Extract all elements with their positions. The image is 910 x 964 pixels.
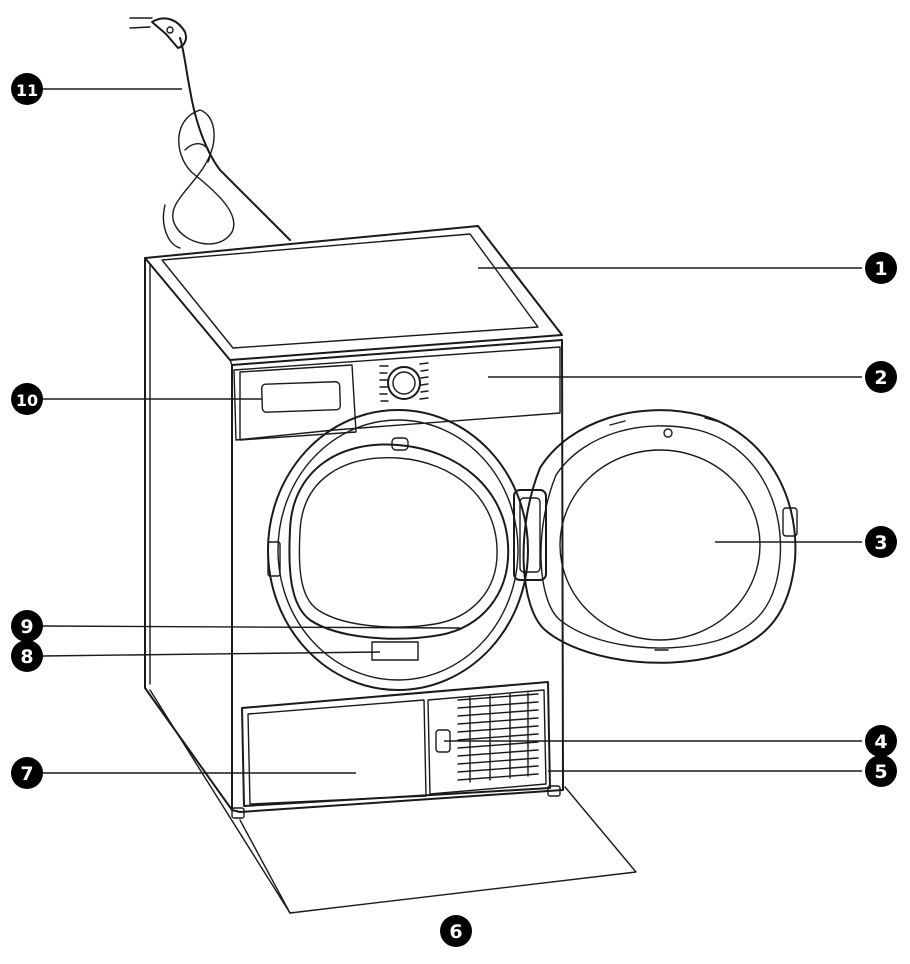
foot-left xyxy=(231,807,245,819)
control-panel xyxy=(233,346,561,441)
knob-markings xyxy=(379,362,429,402)
callout-11-label: 11 xyxy=(16,81,38,100)
lower-section xyxy=(231,681,561,819)
cabinet-side xyxy=(144,257,233,811)
callout-8-label: 8 xyxy=(20,646,33,668)
callout-3-label: 3 xyxy=(874,532,887,554)
callout-6-label: 6 xyxy=(449,921,462,943)
front-panel xyxy=(231,339,564,813)
power-cable xyxy=(129,17,291,249)
callout-9: 9 xyxy=(11,610,43,642)
ventilation-grille xyxy=(457,692,539,783)
leader-lines xyxy=(41,88,862,774)
callout-3: 3 xyxy=(865,526,897,558)
callout-4-label: 4 xyxy=(874,731,887,753)
callout-8: 8 xyxy=(11,640,43,672)
condenser-cover xyxy=(247,699,427,805)
open-door xyxy=(513,409,798,664)
display-window xyxy=(260,381,342,413)
callout-1: 1 xyxy=(865,252,897,284)
callout-10: 10 xyxy=(11,383,43,415)
callout-5-label: 5 xyxy=(874,761,887,783)
callout-4: 4 xyxy=(865,725,897,757)
callout-2-label: 2 xyxy=(874,367,887,389)
door-opening xyxy=(267,409,529,691)
callout-9-label: 9 xyxy=(20,616,33,638)
callout-10-label: 10 xyxy=(16,391,38,410)
callout-7-label: 7 xyxy=(20,763,33,785)
callout-6: 6 xyxy=(440,915,472,947)
callout-11: 11 xyxy=(11,73,43,105)
callout-7: 7 xyxy=(11,757,43,789)
water-tank-label xyxy=(371,641,419,661)
floor-area xyxy=(149,689,637,914)
door-glass xyxy=(559,449,761,641)
plug-icon xyxy=(129,17,188,49)
callout-5: 5 xyxy=(865,755,897,787)
callout-1-label: 1 xyxy=(874,258,887,280)
foot-right xyxy=(547,785,561,797)
callout-2: 2 xyxy=(865,361,897,393)
program-knob xyxy=(387,366,421,400)
